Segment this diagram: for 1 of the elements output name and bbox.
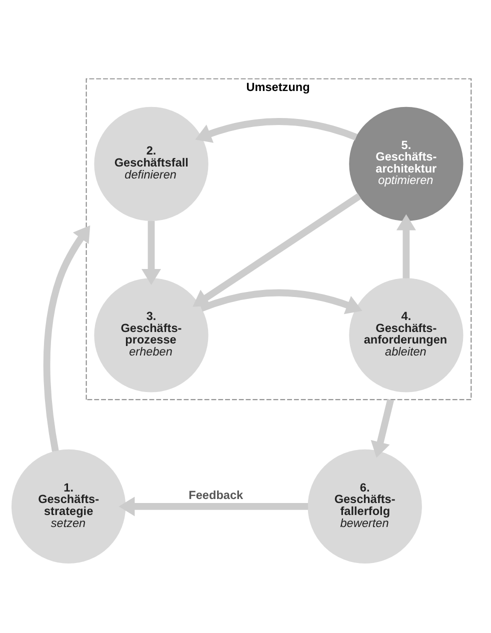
edge-label: Feedback — [188, 488, 244, 502]
